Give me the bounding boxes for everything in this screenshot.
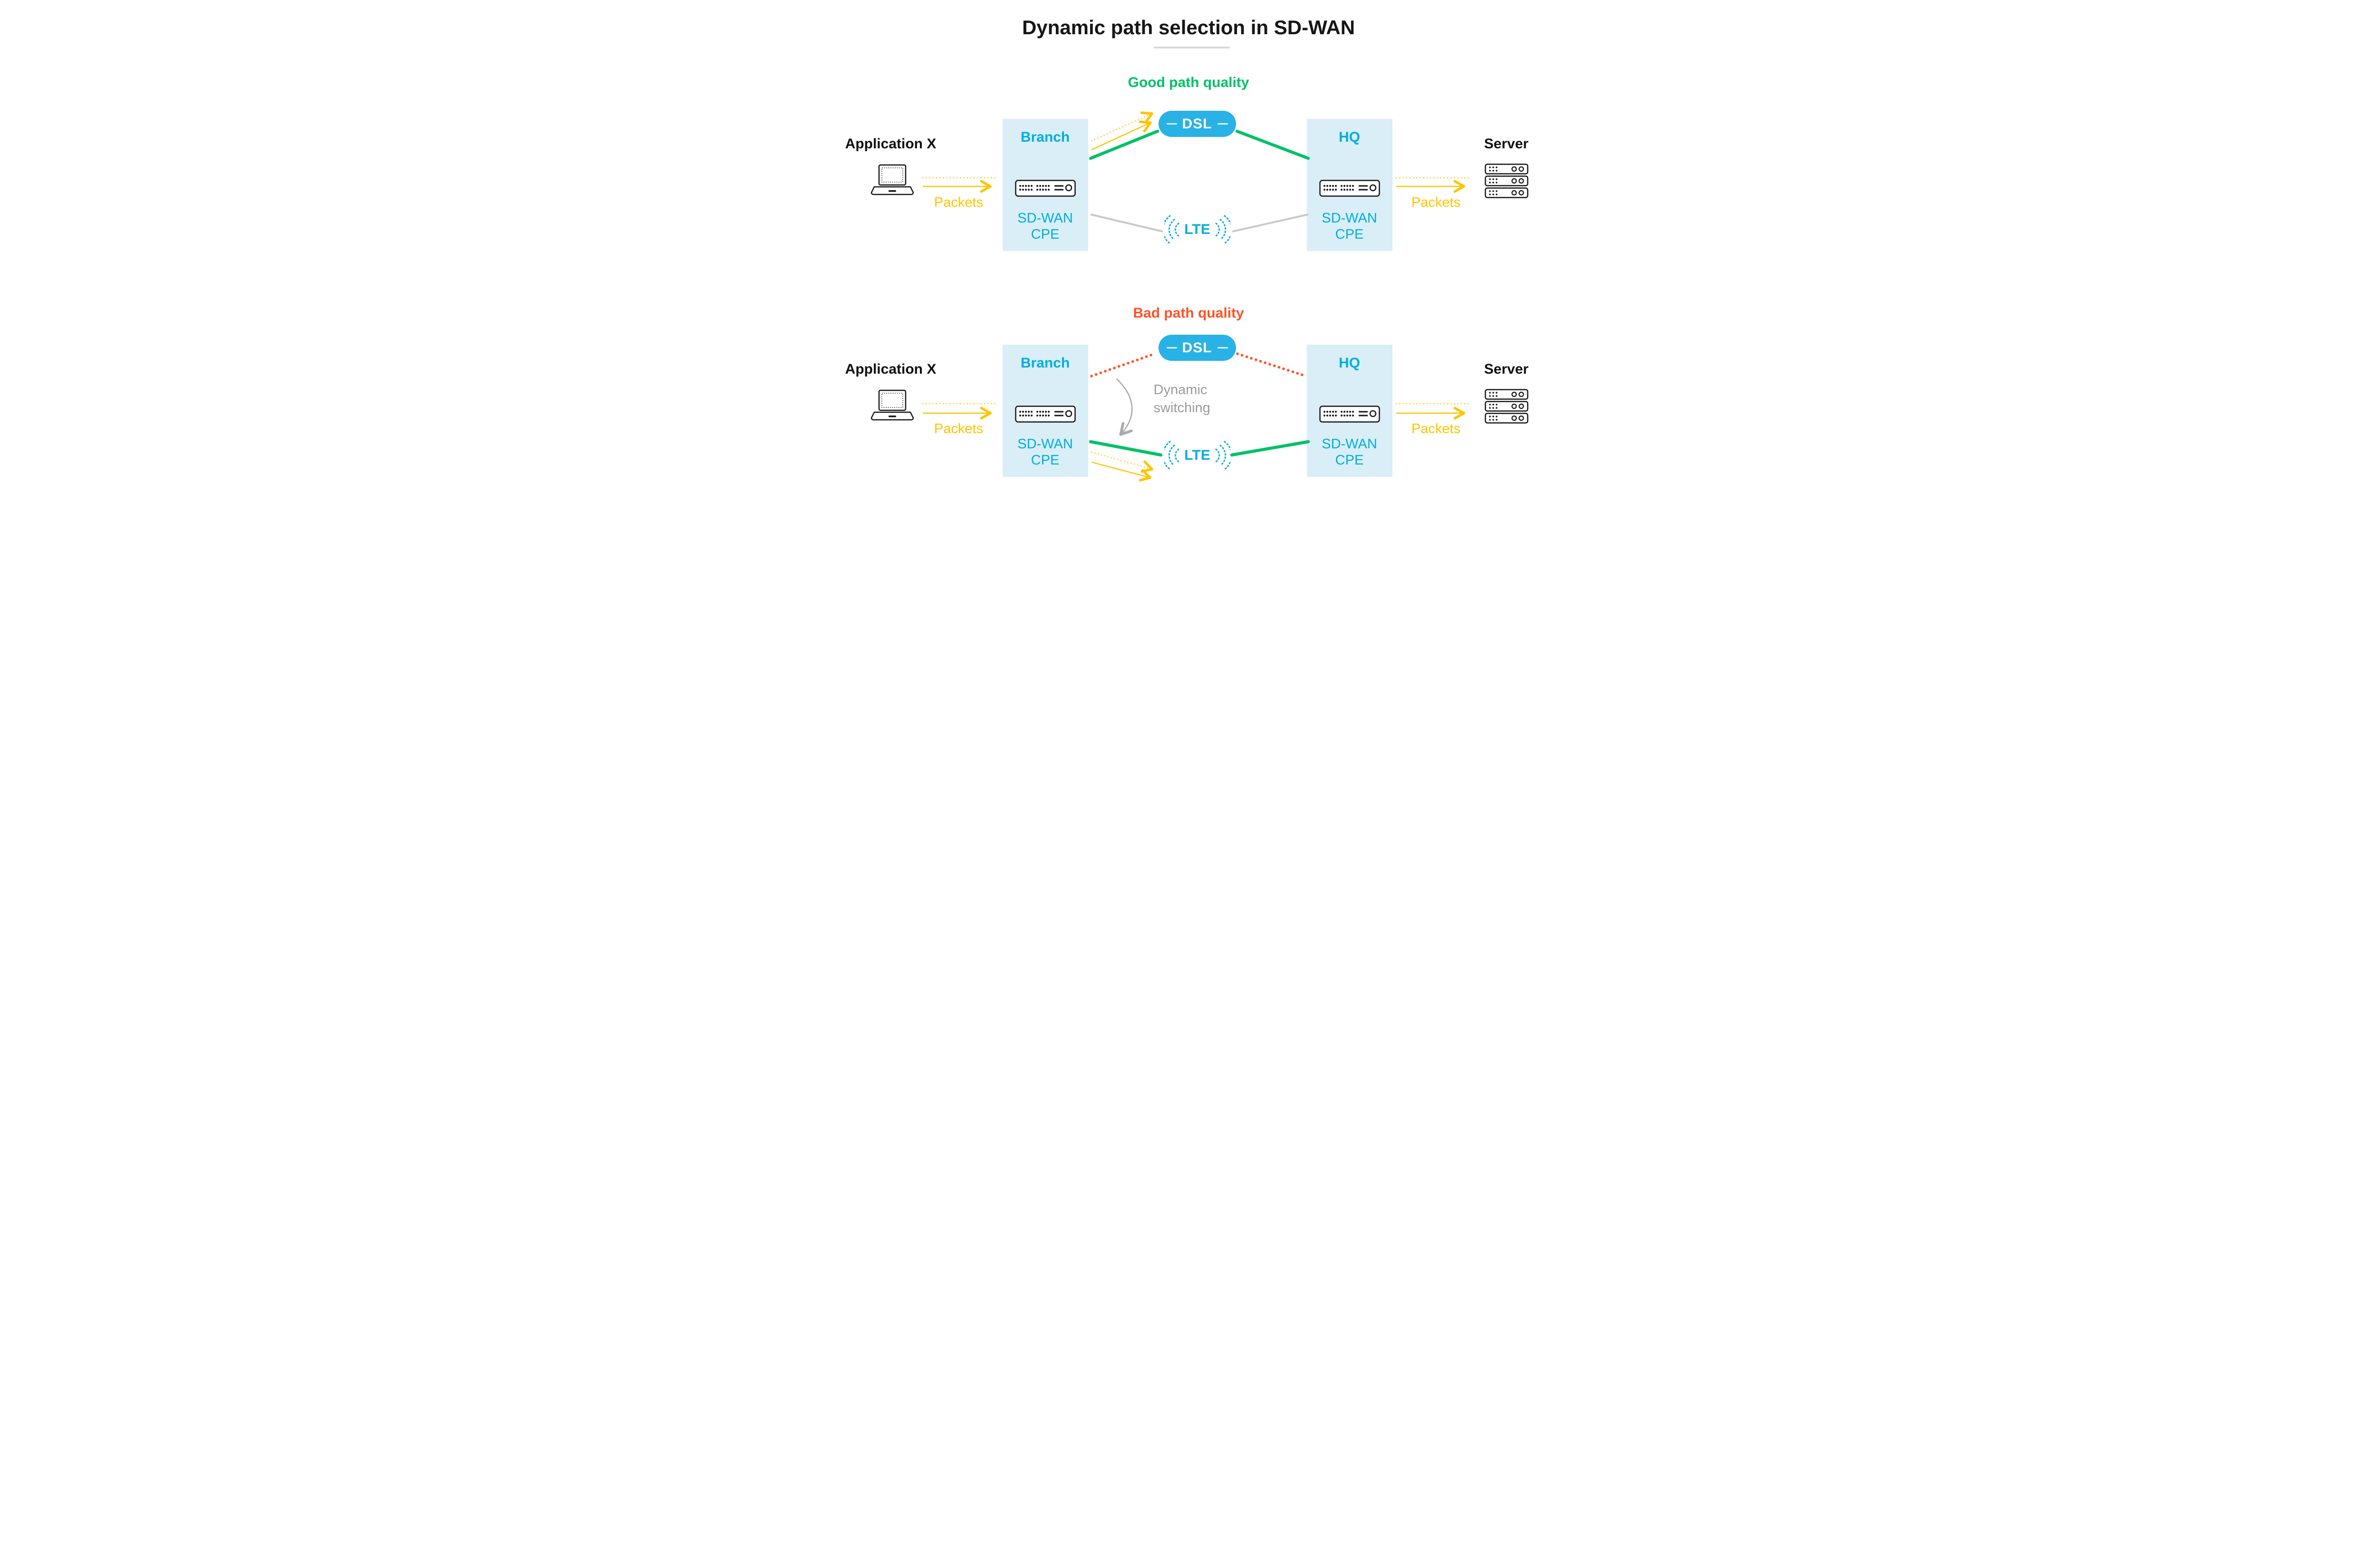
good-branch-dsl-arrow bbox=[1091, 120, 1152, 151]
bad-packets-out-label: Packets bbox=[1411, 421, 1461, 436]
bad-branch-device-label: SD-WAN CPE bbox=[1017, 436, 1073, 468]
good-hq-device-label: SD-WAN CPE bbox=[1322, 211, 1377, 242]
good-dsl-node: DSL bbox=[1158, 111, 1236, 137]
good-branch-device-label: SD-WAN CPE bbox=[1017, 211, 1073, 242]
router-icon bbox=[1319, 180, 1380, 197]
good-branch-lte-gray-line bbox=[1090, 213, 1163, 232]
server-stack-icon bbox=[1484, 164, 1528, 199]
bad-branch-node: Branch SD-WAN CPE bbox=[1002, 345, 1088, 477]
bad-server-label: Server bbox=[1484, 361, 1529, 377]
bad-application-label: Application X bbox=[845, 361, 937, 377]
radio-waves-icon bbox=[1215, 215, 1230, 244]
good-branch-dsl-dotted-arrow bbox=[1091, 111, 1153, 142]
dynamic-switching-label: Dynamic switching bbox=[1153, 382, 1210, 416]
pill-dash-icon bbox=[1166, 347, 1177, 348]
bad-hq-title: HQ bbox=[1339, 355, 1360, 371]
diagram-canvas: Dynamic path selection in SD-WAN Good pa… bbox=[817, 0, 1560, 490]
good-packets-in-label: Packets bbox=[934, 195, 984, 210]
bad-dsl-label: DSL bbox=[1182, 339, 1212, 356]
good-hq-node: HQ SD-WAN CPE bbox=[1306, 119, 1392, 251]
bad-branch-dsl-red-dotted-line bbox=[1090, 352, 1156, 377]
good-lte-hq-gray-line bbox=[1232, 213, 1308, 232]
good-hq-title: HQ bbox=[1339, 129, 1360, 145]
good-branch-dsl-green-line bbox=[1089, 129, 1159, 160]
bad-dsl-node: DSL bbox=[1158, 335, 1236, 361]
router-icon bbox=[1015, 406, 1076, 423]
good-application-label: Application X bbox=[845, 136, 937, 152]
title-underline bbox=[1153, 47, 1230, 48]
bad-lte-node: LTE bbox=[1156, 439, 1239, 472]
good-dsl-label: DSL bbox=[1182, 116, 1212, 132]
bad-lte-label: LTE bbox=[1184, 447, 1210, 463]
good-lte-label: LTE bbox=[1184, 222, 1210, 237]
bad-packets-in-label: Packets bbox=[934, 421, 984, 436]
laptop-icon bbox=[870, 389, 915, 424]
pill-dash-icon bbox=[1217, 123, 1228, 125]
router-icon bbox=[1015, 180, 1076, 197]
good-branch-node: Branch SD-WAN CPE bbox=[1002, 119, 1088, 251]
good-packets-out-label: Packets bbox=[1411, 195, 1461, 210]
laptop-icon bbox=[870, 164, 915, 199]
radio-waves-icon bbox=[1215, 441, 1230, 470]
bad-branch-lte-green-line bbox=[1089, 440, 1162, 457]
good-branch-title: Branch bbox=[1020, 129, 1070, 145]
router-icon bbox=[1319, 406, 1380, 423]
pill-dash-icon bbox=[1217, 347, 1228, 348]
pill-dash-icon bbox=[1166, 123, 1177, 125]
radio-waves-icon bbox=[1164, 441, 1179, 470]
radio-waves-icon bbox=[1164, 215, 1179, 244]
good-server-label: Server bbox=[1484, 136, 1529, 152]
page-title: Dynamic path selection in SD-WAN bbox=[1022, 16, 1355, 39]
bad-hq-node: HQ SD-WAN CPE bbox=[1306, 345, 1392, 477]
bad-scene-heading: Bad path quality bbox=[1133, 305, 1244, 321]
good-lte-node: LTE bbox=[1156, 213, 1239, 246]
bad-dsl-hq-red-dotted-line bbox=[1236, 352, 1307, 377]
bad-lte-hq-green-line bbox=[1230, 440, 1310, 457]
bad-branch-title: Branch bbox=[1020, 355, 1070, 371]
server-stack-icon bbox=[1484, 389, 1528, 424]
dynamic-switching-arrow bbox=[1116, 378, 1133, 436]
good-dsl-hq-green-line bbox=[1235, 129, 1310, 160]
good-scene-heading: Good path quality bbox=[1128, 75, 1249, 90]
bad-hq-device-label: SD-WAN CPE bbox=[1322, 436, 1377, 468]
bad-branch-lte-dotted-arrow bbox=[1091, 451, 1153, 473]
bad-branch-lte-arrow bbox=[1091, 461, 1151, 482]
